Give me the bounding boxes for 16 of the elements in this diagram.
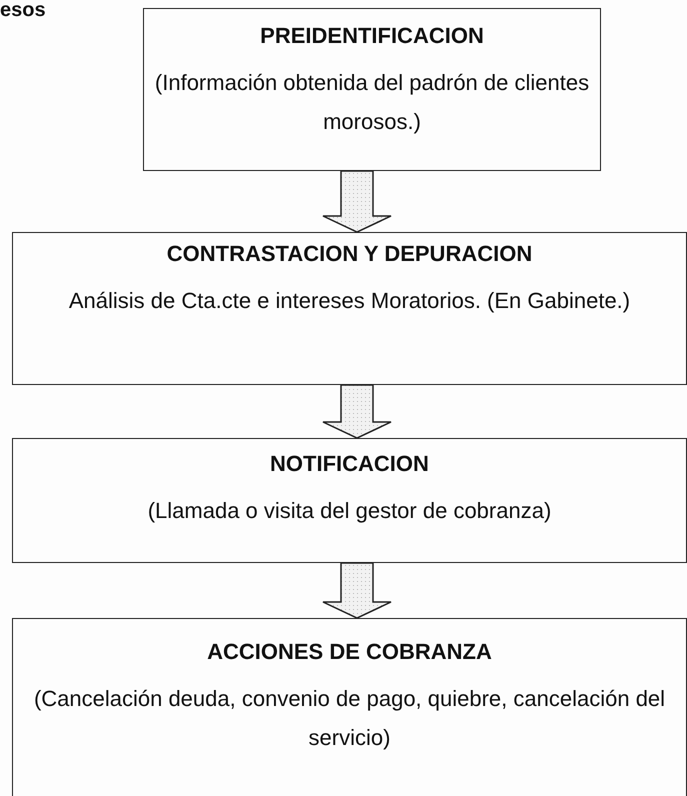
step-title: PREIDENTIFICACION bbox=[259, 23, 485, 49]
process-box bbox=[12, 232, 687, 385]
heading-fragment: esos bbox=[0, 0, 46, 20]
step-description: (Llamada o visita del gestor de cobranza) bbox=[146, 497, 552, 525]
block-arrow bbox=[322, 170, 392, 233]
step-title: ACCIONES DE COBRANZA bbox=[206, 639, 493, 665]
step-description: (Información obtenida del padrón de clientes morosos.) bbox=[154, 69, 590, 136]
step-description: Análisis de Cta.cte e intereses Moratorios. (En Gabinete.) bbox=[68, 287, 632, 315]
block-arrow bbox=[322, 384, 392, 439]
process-box bbox=[143, 8, 601, 171]
step-title: NOTIFICACION bbox=[269, 451, 430, 477]
step-description: (Cancelación deuda, convenio de pago, quiebre, cancelación del servicio) bbox=[32, 685, 666, 752]
process-box bbox=[12, 618, 687, 796]
step-title: CONTRASTACION Y DEPURACION bbox=[166, 241, 534, 267]
block-arrow bbox=[322, 562, 392, 619]
process-box bbox=[12, 438, 687, 563]
